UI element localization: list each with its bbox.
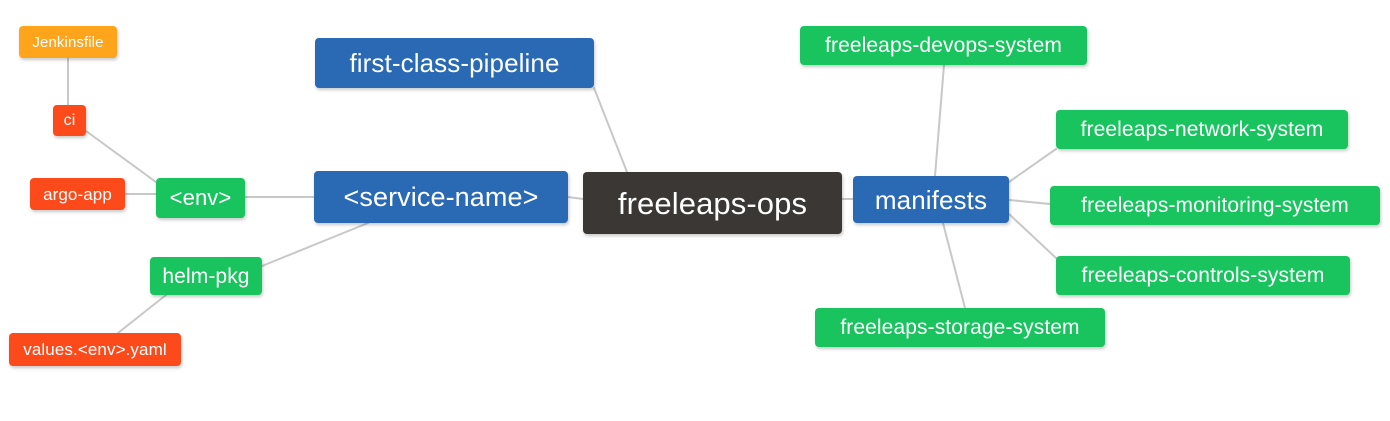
node-label-jenkinsfile: Jenkinsfile: [32, 33, 104, 51]
node-freeleaps-controls-system[interactable]: freeleaps-controls-system: [1056, 256, 1350, 295]
edge-freeleaps-ops-to-service-name: [567, 196, 584, 200]
edge-manifests-to-freeleaps-devops-system: [934, 64, 945, 177]
node-label-manifests: manifests: [874, 184, 988, 215]
edge-freeleaps-ops-to-first-class-pipeline: [593, 87, 628, 173]
node-label-service-name: <service-name>: [343, 181, 539, 212]
node-freeleaps-monitoring-system[interactable]: freeleaps-monitoring-system: [1050, 186, 1380, 225]
node-freeleaps-ops[interactable]: freeleaps-ops: [583, 172, 842, 234]
edge-service-name-to-helm-pkg: [261, 222, 369, 267]
node-jenkinsfile[interactable]: Jenkinsfile: [19, 26, 117, 58]
node-first-class-pipeline[interactable]: first-class-pipeline: [315, 38, 594, 88]
node-label-argo-app: argo-app: [43, 184, 112, 204]
edge-manifests-to-freeleaps-network-system: [1008, 148, 1057, 183]
node-label-freeleaps-monitoring-system: freeleaps-monitoring-system: [1081, 194, 1349, 217]
node-ci[interactable]: ci: [53, 105, 86, 136]
node-label-freeleaps-devops-system: freeleaps-devops-system: [825, 34, 1062, 57]
node-freeleaps-network-system[interactable]: freeleaps-network-system: [1056, 110, 1348, 149]
node-label-freeleaps-ops: freeleaps-ops: [617, 185, 808, 221]
edge-manifests-to-freeleaps-storage-system: [942, 222, 966, 309]
edge-helm-pkg-to-values-env-yaml: [117, 294, 167, 334]
edge-env-to-ci: [85, 130, 161, 186]
node-freeleaps-storage-system[interactable]: freeleaps-storage-system: [815, 308, 1105, 347]
node-service-name[interactable]: <service-name>: [314, 171, 568, 223]
node-label-first-class-pipeline: first-class-pipeline: [349, 48, 560, 78]
node-manifests[interactable]: manifests: [853, 176, 1009, 223]
node-label-values-env-yaml: values.<env>.yaml: [23, 340, 167, 359]
edge-manifests-to-freeleaps-monitoring-system: [1008, 199, 1051, 205]
node-label-freeleaps-network-system: freeleaps-network-system: [1080, 118, 1324, 141]
node-helm-pkg[interactable]: helm-pkg: [150, 257, 262, 295]
node-values-env-yaml[interactable]: values.<env>.yaml: [9, 333, 181, 366]
node-label-ci: ci: [63, 111, 76, 129]
node-label-freeleaps-storage-system: freeleaps-storage-system: [840, 316, 1080, 339]
node-label-freeleaps-controls-system: freeleaps-controls-system: [1081, 264, 1325, 287]
node-label-env: <env>: [169, 185, 232, 210]
node-env[interactable]: <env>: [156, 178, 245, 218]
node-freeleaps-devops-system[interactable]: freeleaps-devops-system: [800, 26, 1087, 65]
edge-manifests-to-freeleaps-controls-system: [1008, 213, 1057, 259]
node-argo-app[interactable]: argo-app: [30, 178, 125, 210]
node-label-helm-pkg: helm-pkg: [162, 264, 250, 288]
